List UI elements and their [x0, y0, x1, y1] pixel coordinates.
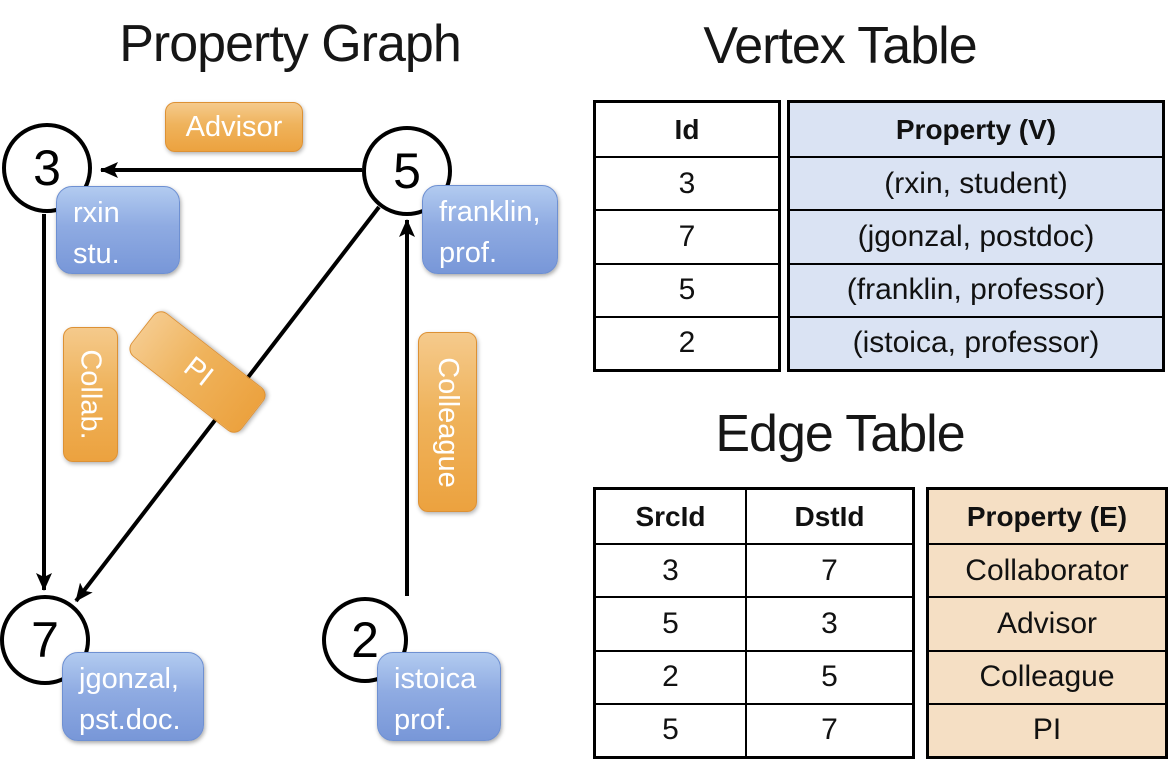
column-header: DstId: [745, 490, 912, 544]
edge-table-property-column: Property (E) Collaborator Advisor Collea…: [926, 487, 1168, 759]
table-cell: 7: [596, 209, 778, 262]
column-header: Property (V): [790, 103, 1162, 157]
table-cell: 5: [745, 649, 912, 703]
edge-label-pi: PI: [125, 307, 270, 437]
vertex-node-3: 3: [2, 123, 92, 213]
table-cell: Colleague: [929, 649, 1165, 703]
table-cell: 5: [596, 702, 745, 756]
table-cell: Advisor: [929, 596, 1165, 650]
table-cell: 3: [596, 543, 745, 596]
vertex-property-card-2: istoica prof.: [377, 652, 501, 741]
vertex-property-card-5: franklin, prof.: [422, 185, 558, 274]
table-cell: (jgonzal, postdoc): [790, 209, 1162, 263]
table-cell: (franklin, professor): [790, 262, 1162, 316]
vertex-table-id-column: Id 3 7 5 2: [593, 100, 781, 372]
table-cell: (istoica, professor): [790, 315, 1162, 369]
edge-label-text: PI: [177, 350, 219, 393]
edge-label-text: Collab.: [75, 349, 107, 440]
vertex-property-line: istoica: [394, 663, 477, 695]
column-header: Property (E): [929, 490, 1165, 544]
table-cell: 3: [745, 596, 912, 650]
vertex-property-line: stu.: [73, 238, 120, 271]
edge-table-title: Edge Table: [715, 405, 965, 463]
vertex-id-label: 2: [351, 612, 379, 668]
edge-table-src-dst-columns: SrcId DstId 3 7 5 3 2 5 5 7: [593, 487, 915, 759]
vertex-property-line: prof.: [439, 237, 498, 270]
vertex-property-card-3: rxin stu.: [56, 186, 180, 274]
table-cell: 5: [596, 262, 778, 316]
vertex-property-line: rxin: [73, 197, 120, 229]
vertex-property-line: franklin,: [439, 196, 541, 228]
table-cell: PI: [929, 702, 1165, 756]
vertex-property-line: prof.: [394, 704, 453, 737]
vertex-id-label: 3: [33, 140, 61, 196]
edge-label-advisor: Advisor: [165, 102, 303, 152]
table-cell: 5: [596, 596, 745, 649]
column-header: SrcId: [635, 500, 706, 532]
edge-label-text: Colleague: [432, 356, 465, 488]
table-cell: Collaborator: [929, 543, 1165, 597]
vertex-table-property-column: Property (V) (rxin, student) (jgonzal, p…: [787, 100, 1165, 372]
edge-label-text: Advisor: [185, 110, 283, 143]
column-header: Id: [674, 113, 700, 145]
vertex-id-label: 5: [393, 143, 421, 199]
vertex-property-card-7: jgonzal, pst.doc.: [62, 652, 204, 741]
table-cell: 7: [745, 543, 912, 597]
vertex-property-line: jgonzal,: [79, 663, 179, 695]
table-cell: 3: [596, 156, 778, 209]
vertex-id-label: 7: [31, 612, 59, 668]
vertex-node-5: 5: [362, 126, 452, 216]
table-cell: 2: [596, 315, 778, 369]
property-graph-title: Property Graph: [119, 15, 462, 73]
table-cell: 7: [745, 702, 912, 756]
table-cell: 2: [596, 649, 745, 703]
vertex-property-line: pst.doc.: [79, 704, 181, 737]
edge-label-colleague: Colleague: [418, 332, 477, 512]
vertex-table-title: Vertex Table: [703, 17, 977, 75]
table-cell: (rxin, student): [790, 156, 1162, 210]
edge-label-collab: Collab.: [63, 327, 118, 462]
